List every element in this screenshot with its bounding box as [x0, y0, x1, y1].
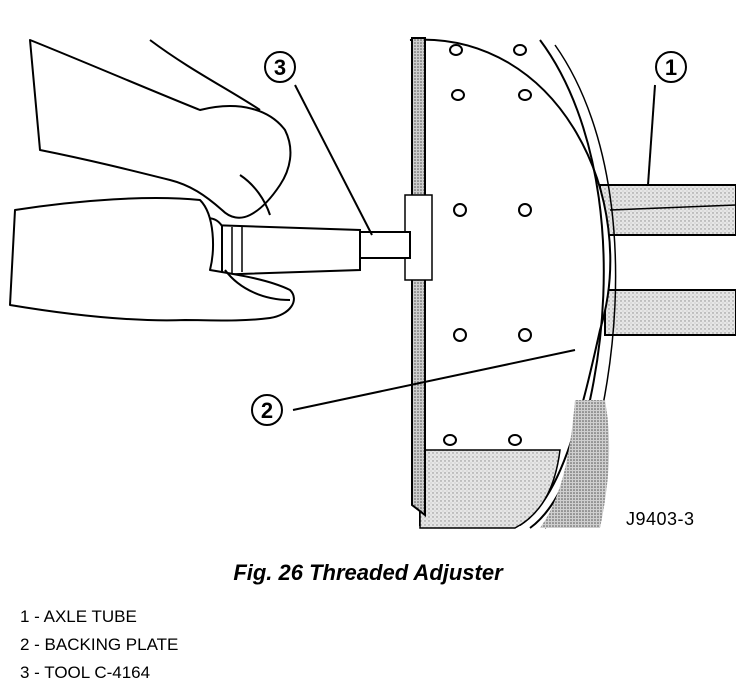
figure-caption: Fig. 26 Threaded Adjuster — [233, 560, 503, 585]
brake-adjuster-illustration: 3 1 2 — [9, 37, 736, 529]
leader-lines — [292, 84, 656, 411]
callout-2: 2 — [251, 394, 283, 426]
callout-1: 1 — [655, 51, 687, 83]
tool-shaft — [194, 217, 411, 277]
figure-reference-code: J9403-3 — [626, 509, 695, 529]
callout-3: 3 — [264, 51, 296, 83]
svg-text:1: 1 — [665, 55, 677, 80]
legend-list: 1 - AXLE TUBE 2 - BACKING PLATE 3 - TOOL… — [20, 603, 178, 687]
svg-text:3: 3 — [274, 55, 286, 80]
brake-drum — [409, 38, 617, 529]
axle-tube — [599, 184, 736, 336]
legend-item: 3 - TOOL C-4164 — [20, 663, 151, 682]
legend-item: 1 - AXLE TUBE — [20, 607, 137, 626]
rivet-holes — [443, 44, 532, 446]
svg-text:2: 2 — [261, 398, 273, 423]
legend-item: 2 - BACKING PLATE — [20, 635, 179, 654]
technician-hands — [9, 39, 295, 322]
